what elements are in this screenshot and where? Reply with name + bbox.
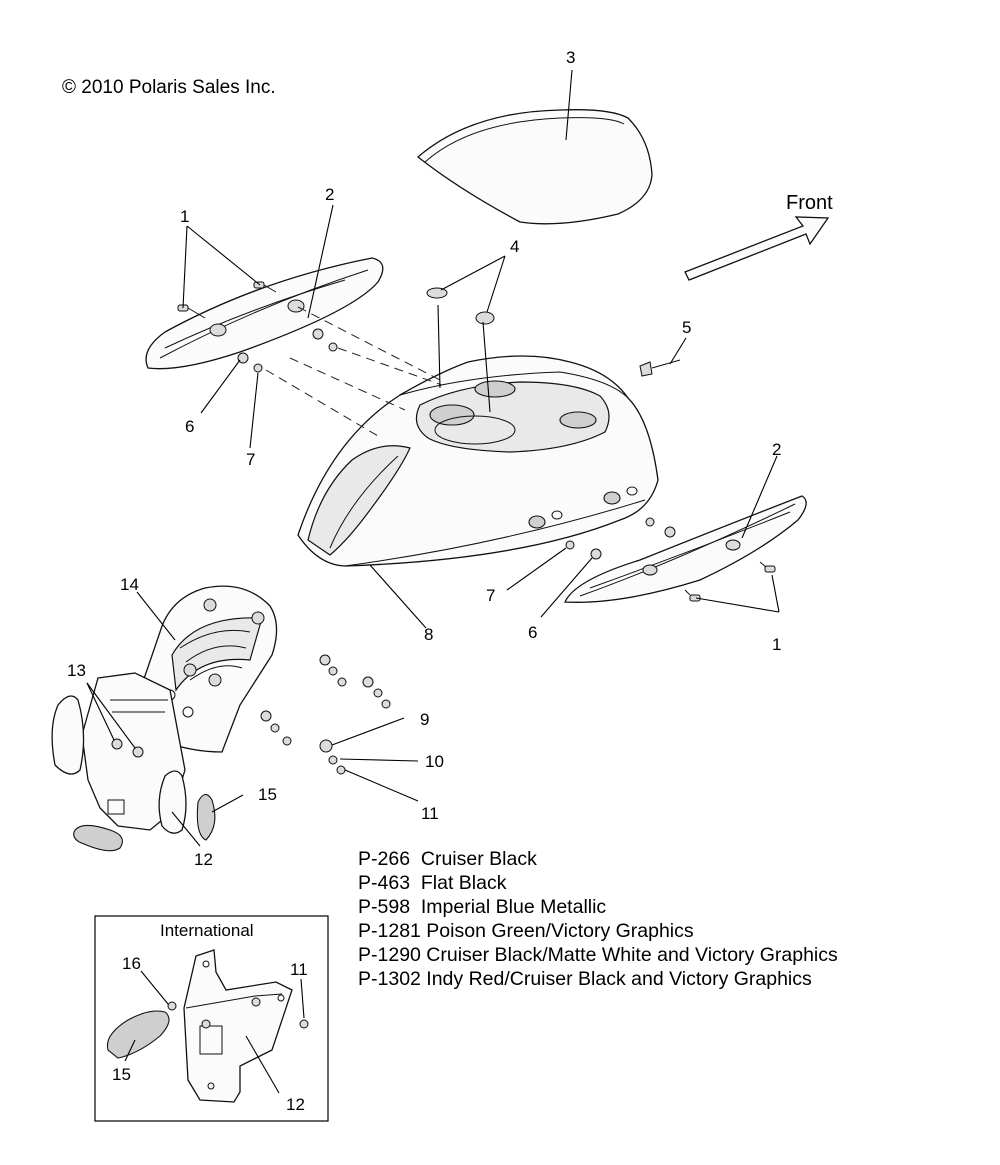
front-direction-arrow bbox=[684, 216, 830, 281]
nut bbox=[312, 328, 324, 340]
paint-code: P-1302 Indy Red/Cruiser Black and Victor… bbox=[358, 968, 812, 990]
callout-1-left: 1 bbox=[180, 207, 189, 226]
callout-9: 9 bbox=[420, 710, 429, 729]
screw bbox=[684, 589, 701, 602]
washer bbox=[565, 540, 575, 550]
callout-7-left: 7 bbox=[246, 450, 255, 469]
callout-15: 15 bbox=[258, 785, 277, 804]
screw bbox=[253, 281, 277, 293]
callout-5: 5 bbox=[682, 318, 691, 337]
paint-code-list: P-266 Cruiser Black P-463 Flat Black P-5… bbox=[358, 848, 838, 990]
paint-code: P-266 Cruiser Black bbox=[358, 848, 537, 870]
callout-6-left: 6 bbox=[185, 417, 194, 436]
callout-13: 13 bbox=[67, 661, 86, 680]
paint-code: P-598 Imperial Blue Metallic bbox=[358, 896, 606, 918]
reflector bbox=[73, 824, 123, 852]
callout-11: 11 bbox=[421, 804, 439, 823]
left-side-panel bbox=[145, 257, 384, 370]
plug bbox=[426, 287, 448, 299]
inset-callout-11: 11 bbox=[290, 960, 308, 979]
paint-code: P-1281 Poison Green/Victory Graphics bbox=[358, 920, 694, 942]
nut bbox=[111, 738, 123, 750]
washer bbox=[328, 342, 338, 352]
international-inset: International 16 11 15 12 bbox=[94, 915, 329, 1122]
rear-fender bbox=[297, 355, 659, 567]
seat-pad bbox=[416, 109, 653, 225]
inset-callout-12: 12 bbox=[286, 1095, 305, 1114]
hardware-cluster bbox=[260, 654, 391, 775]
callout-10: 10 bbox=[425, 752, 444, 771]
callout-3: 3 bbox=[566, 48, 575, 67]
nut bbox=[132, 746, 144, 758]
washer bbox=[645, 517, 655, 527]
reflector bbox=[158, 770, 187, 834]
push-rivet bbox=[639, 359, 681, 377]
callout-4: 4 bbox=[510, 237, 519, 256]
screw bbox=[759, 561, 776, 573]
right-side-panel bbox=[564, 495, 807, 603]
washer bbox=[253, 363, 263, 373]
leader-lines bbox=[86, 69, 780, 847]
nut bbox=[237, 352, 249, 364]
callout-1-right: 1 bbox=[772, 635, 781, 654]
screw bbox=[177, 304, 206, 319]
paint-code: P-463 Flat Black bbox=[358, 872, 507, 894]
inset-callout-15: 15 bbox=[112, 1065, 131, 1084]
nut bbox=[664, 526, 676, 538]
inset-title: International bbox=[160, 921, 254, 940]
callout-8: 8 bbox=[424, 625, 433, 644]
front-label: Front bbox=[786, 192, 833, 214]
callout-12: 12 bbox=[194, 850, 213, 869]
plug bbox=[475, 311, 495, 325]
inset-callout-16: 16 bbox=[122, 954, 141, 973]
reflector bbox=[196, 793, 216, 841]
paint-code: P-1290 Cruiser Black/Matte White and Vic… bbox=[358, 944, 838, 966]
copyright-notice: © 2010 Polaris Sales Inc. bbox=[62, 77, 276, 98]
nut bbox=[590, 548, 602, 560]
callout-7-right: 7 bbox=[486, 586, 495, 605]
reflector bbox=[51, 695, 85, 775]
callout-2-left: 2 bbox=[325, 185, 334, 204]
callout-2-right: 2 bbox=[772, 440, 781, 459]
callout-14: 14 bbox=[120, 575, 139, 594]
callout-6-right: 6 bbox=[528, 623, 537, 642]
